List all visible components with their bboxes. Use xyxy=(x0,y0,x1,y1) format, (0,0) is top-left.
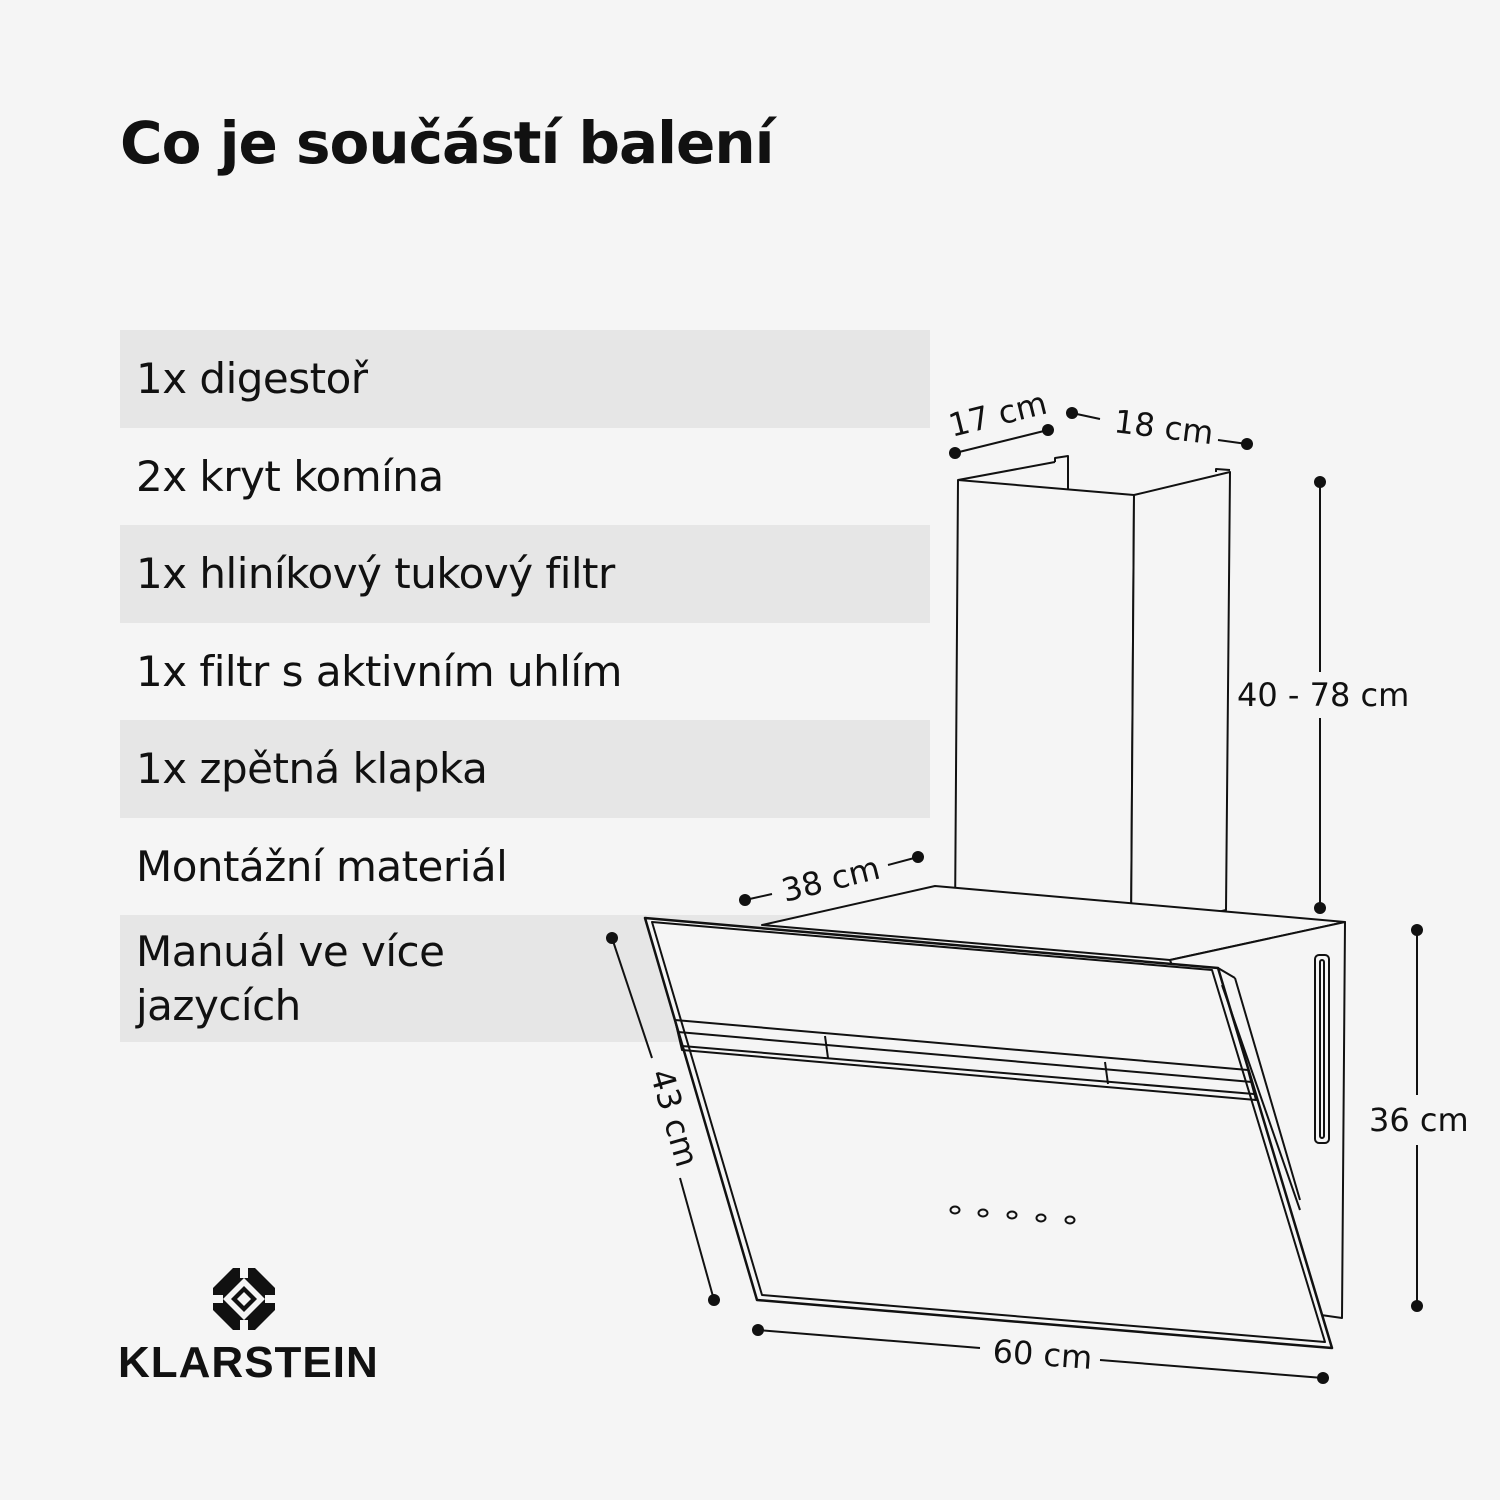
list-item-label: Montážní materiál xyxy=(136,841,508,891)
dim-dot xyxy=(739,894,751,906)
dim-dot xyxy=(752,1324,764,1336)
button-icon xyxy=(1064,1215,1076,1225)
list-item: 2x kryt komína xyxy=(120,428,930,526)
dim-dot xyxy=(1314,902,1326,914)
package-contents-list: 1x digestoř 2x kryt komína 1x hliníkový … xyxy=(120,330,930,1042)
chimney-bracket xyxy=(1054,455,1069,490)
dim-line-chimney-depth xyxy=(954,429,1049,454)
dim-line-glass xyxy=(611,937,653,1059)
dim-dot xyxy=(949,447,961,459)
button-icon xyxy=(949,1205,961,1215)
list-item-label: 1x zpětná klapka xyxy=(136,744,488,794)
dim-label-chimney-width: 18 cm xyxy=(1112,402,1216,452)
glass-edge xyxy=(1217,967,1236,979)
list-item-label: Manuál ve více jazycích xyxy=(136,926,445,1030)
control-buttons xyxy=(949,1205,1076,1225)
hood-glass-front xyxy=(643,916,1334,1350)
chimney-front xyxy=(954,479,1135,934)
dim-label-chimney-depth: 17 cm xyxy=(945,384,1051,445)
dim-dot xyxy=(1411,924,1423,936)
strip-line xyxy=(677,1031,1253,1083)
glass-side-edge-2 xyxy=(1234,977,1301,1201)
dim-dot xyxy=(1042,424,1054,436)
side-handle xyxy=(1314,954,1330,1144)
list-item-label: 2x kryt komína xyxy=(136,451,444,501)
hood-glass-inner xyxy=(651,921,1326,1343)
button-icon xyxy=(1035,1213,1047,1223)
dim-dot xyxy=(1314,476,1326,488)
list-item-label: 1x hliníkový tukový filtr xyxy=(136,549,615,599)
dim-line-width xyxy=(757,1329,981,1349)
list-item: 1x zpětná klapka xyxy=(120,720,930,818)
klarstein-logo-mark xyxy=(213,1268,275,1330)
list-item: 1x digestoř xyxy=(120,330,930,428)
side-handle-inner xyxy=(1319,959,1325,1139)
button-icon xyxy=(977,1208,989,1218)
glass-side-edge xyxy=(1221,984,1301,1211)
dim-label-chimney-height: 40 - 78 cm xyxy=(1237,676,1409,714)
list-item-label: 1x filtr s aktivním uhlím xyxy=(136,646,622,696)
dim-dot xyxy=(1066,407,1078,419)
strip-divider xyxy=(824,1035,829,1059)
page-title: Co je součástí balení xyxy=(120,109,775,177)
list-item-label: 1x digestoř xyxy=(136,354,368,404)
control-strip xyxy=(674,1019,1257,1101)
dim-dot xyxy=(606,932,618,944)
dim-label-width: 60 cm xyxy=(991,1332,1093,1377)
dim-label-body-height: 36 cm xyxy=(1369,1101,1469,1139)
chimney-side xyxy=(1130,471,1231,934)
dim-line-width xyxy=(1099,1359,1324,1379)
strip-divider xyxy=(1104,1061,1109,1085)
list-item: 1x hliníkový tukový filtr xyxy=(120,525,930,623)
list-item: Montážní materiál xyxy=(120,818,930,916)
chimney-bracket-right xyxy=(1215,468,1231,472)
dim-dot xyxy=(1241,438,1253,450)
dimension-lines xyxy=(606,407,1423,1384)
hood-drawing xyxy=(643,455,1346,1350)
dim-line-glass xyxy=(679,1177,715,1301)
brand-name: KLARSTEIN xyxy=(118,1338,379,1387)
chimney-top-edge xyxy=(957,461,1056,481)
dim-dot xyxy=(1317,1372,1329,1384)
button-icon xyxy=(1006,1210,1018,1220)
dim-dot xyxy=(708,1294,720,1306)
dim-dot xyxy=(1411,1300,1423,1312)
strip-line xyxy=(681,1045,1255,1095)
list-item: 1x filtr s aktivním uhlím xyxy=(120,623,930,721)
dim-dot xyxy=(912,851,924,863)
